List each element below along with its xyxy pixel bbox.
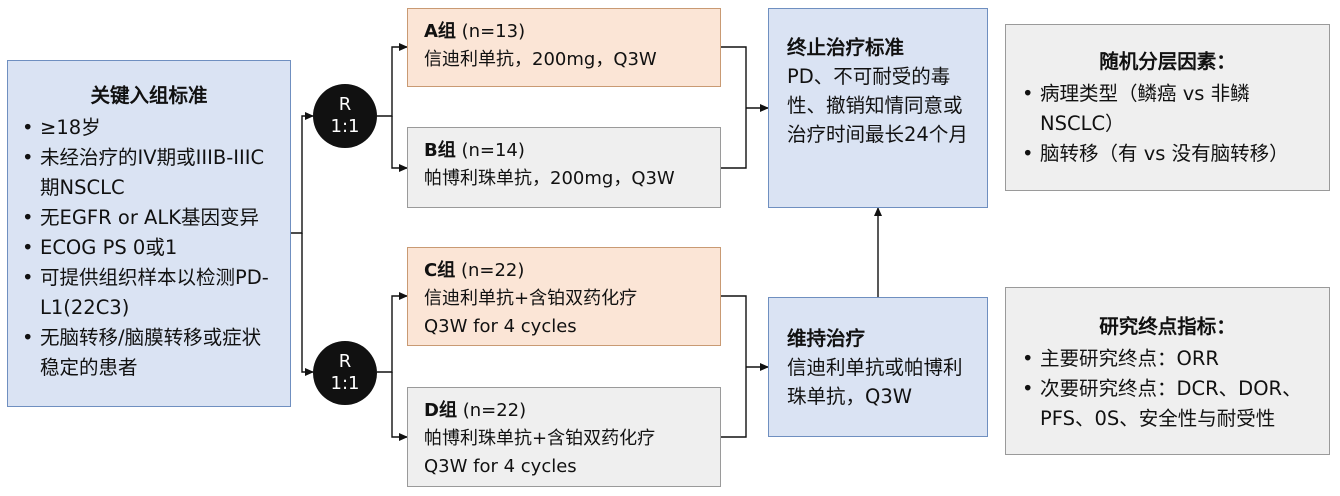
outcomes-list: 主要研究终点：ORR 次要研究终点：DCR、DOR、PFS、0S、安全性与耐受性 (1018, 344, 1317, 434)
discontinuation-criteria-box: 终止治疗标准 PD、不可耐受的毒性、撤销知情同意或治疗时间最长24个月 (768, 8, 988, 208)
criteria-item: ≥18岁 (18, 113, 280, 143)
rand2-branch-line (377, 292, 408, 373)
criteria-item: ECOG PS 0或1 (18, 233, 280, 263)
arm-regimen: 信迪利单抗，200mg，Q3W (424, 49, 657, 70)
criteria-item: 无脑转移/脑膜转移或症状稳定的患者 (18, 323, 280, 383)
outcome-item: 次要研究终点：DCR、DOR、PFS、0S、安全性与耐受性 (1018, 374, 1317, 434)
rand1-branch-line (377, 43, 408, 117)
stratification-title: 随机分层因素： (1099, 50, 1236, 73)
outcome-item: 主要研究终点：ORR (1018, 344, 1317, 374)
arm-a-box: A组 (n=13) 信迪利单抗，200mg，Q3W (407, 8, 721, 87)
armab-merge-line (721, 46, 747, 169)
randomization-label: R (338, 94, 352, 115)
arm-name: B组 (424, 140, 456, 161)
randomization-ratio: 1:1 (330, 373, 360, 394)
arm-b-box: B组 (n=14) 帕博利珠单抗，200mg，Q3W (407, 127, 721, 208)
criteria-item: 无EGFR or ALK基因变异 (18, 203, 280, 233)
arm-c-box: C组 (n=22) 信迪利单抗+含铂双药化疗 Q3W for 4 cycles (407, 247, 721, 346)
maintenance-body: 信迪利单抗或帕博利珠单抗，Q3W (787, 356, 963, 408)
stratification-box: 随机分层因素： 病理类型（鳞癌 vs 非鳞NSCLC） 脑转移（有 vs 没有脑… (1005, 24, 1330, 191)
rand1-branch-line (391, 116, 408, 172)
maintenance-box: 维持治疗 信迪利单抗或帕博利珠单抗，Q3W (768, 297, 988, 437)
arm-schedule: Q3W for 4 cycles (424, 456, 577, 477)
armcd-merge-line (721, 295, 747, 438)
maintenance-title: 维持治疗 (787, 327, 866, 350)
randomization-node-1: R 1:1 (313, 84, 377, 148)
inclusion-criteria-box: 关键入组标准 ≥18岁 未经治疗的IV期或IIIB-IIIC期NSCLC 无EG… (7, 60, 291, 407)
arm-schedule: Q3W for 4 cycles (424, 316, 577, 337)
criteria-item: 未经治疗的IV期或IIIB-IIIC期NSCLC (18, 143, 280, 203)
arm-n: (n=22) (460, 260, 525, 281)
randomization-node-2: R 1:1 (313, 341, 377, 405)
outcomes-box: 研究终点指标： 主要研究终点：ORR 次要研究终点：DCR、DOR、PFS、0S… (1005, 287, 1330, 455)
arm-name: D组 (424, 400, 457, 421)
arm-regimen: 帕博利珠单抗，200mg，Q3W (424, 168, 675, 189)
randomization-label: R (338, 351, 352, 372)
arm-regimen: 帕博利珠单抗+含铂双药化疗 (424, 428, 656, 449)
randomization-ratio: 1:1 (330, 116, 360, 137)
arm-n: (n=14) (461, 140, 525, 161)
arm-n: (n=13) (461, 21, 526, 42)
criteria-title: 关键入组标准 (90, 84, 208, 107)
arm-name: C组 (424, 260, 456, 281)
arm-n: (n=22) (462, 400, 527, 421)
rand2-branch-line (391, 372, 408, 441)
stratification-item: 病理类型（鳞癌 vs 非鳞NSCLC） (1018, 79, 1317, 139)
outcomes-title: 研究终点指标： (1099, 315, 1236, 338)
discontinuation-body: PD、不可耐受的毒性、撤销知情同意或治疗时间最长24个月 (787, 65, 968, 146)
arm-regimen: 信迪利单抗+含铂双药化疗 (424, 288, 638, 309)
criteria-branch-line (301, 233, 314, 376)
discontinuation-title: 终止治疗标准 (787, 36, 905, 59)
stratification-list: 病理类型（鳞癌 vs 非鳞NSCLC） 脑转移（有 vs 没有脑转移） (1018, 79, 1317, 169)
criteria-branch-line (291, 112, 314, 234)
arm-d-box: D组 (n=22) 帕博利珠单抗+含铂双药化疗 Q3W for 4 cycles (407, 387, 721, 487)
arm-name: A组 (424, 21, 456, 42)
criteria-item: 可提供组织样本以检测PD-L1(22C3) (18, 263, 280, 323)
criteria-list: ≥18岁 未经治疗的IV期或IIIB-IIIC期NSCLC 无EGFR or A… (18, 113, 280, 383)
stratification-item: 脑转移（有 vs 没有脑转移） (1018, 139, 1317, 169)
